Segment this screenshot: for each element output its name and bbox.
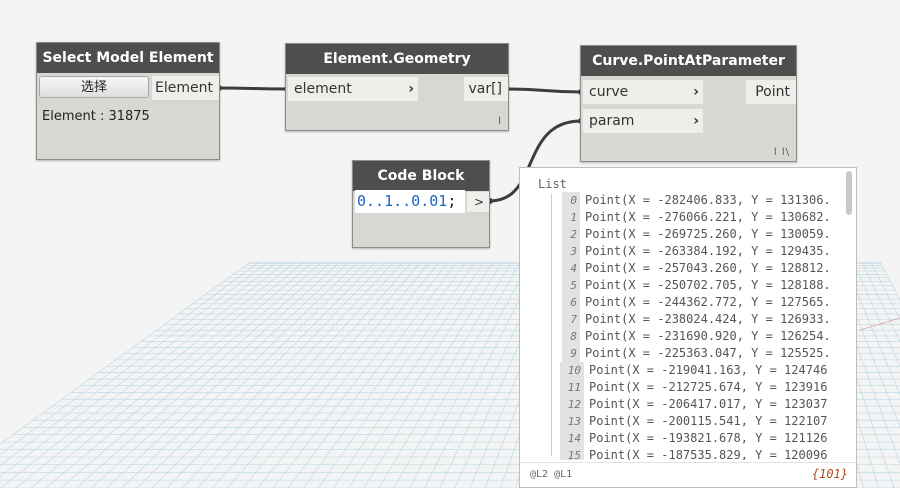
list-levels[interactable]: @L2 @L1 xyxy=(530,469,573,480)
preview-bubble[interactable]: List 0 Point(X = -282406.833, Y = 131306.… xyxy=(519,167,857,488)
list-value: Point(X = -238024.424, Y = 126933. xyxy=(585,312,831,326)
list-index: 10 xyxy=(560,362,584,379)
input-port-curve[interactable]: curve › xyxy=(583,80,703,104)
code-editor[interactable]: 0..1..0.01; xyxy=(355,190,465,213)
port-label: curve xyxy=(589,84,629,100)
list-index: 14 xyxy=(560,430,584,447)
list-item: 8 Point(X = -231690.920, Y = 126254. xyxy=(520,328,845,345)
list-item: 7 Point(X = -238024.424, Y = 126933. xyxy=(520,311,845,328)
list-item: 12 Point(X = -206417.017, Y = 123037 xyxy=(520,396,845,413)
list-item: 5 Point(X = -250702.705, Y = 128188. xyxy=(520,277,845,294)
node-title[interactable]: Select Model Element xyxy=(37,43,219,73)
list-item: 14 Point(X = -193821.678, Y = 121126 xyxy=(520,430,845,447)
list-index: 5 xyxy=(562,277,580,294)
list-index: 1 xyxy=(562,209,580,226)
list-value: Point(X = -269725.260, Y = 130059. xyxy=(585,227,831,241)
list-item: 0 Point(X = -282406.833, Y = 131306. xyxy=(520,192,845,209)
list-item: 1 Point(X = -276066.221, Y = 130682. xyxy=(520,209,845,226)
list-item: 13 Point(X = -200115.541, Y = 122107 xyxy=(520,413,845,430)
list-index: 13 xyxy=(560,413,584,430)
input-port-param[interactable]: param › xyxy=(583,109,703,133)
code-text: 0..1..0.01 xyxy=(357,192,448,210)
list-value: Point(X = -193821.678, Y = 121126 xyxy=(589,431,828,445)
list-index: 2 xyxy=(562,226,580,243)
list-value: Point(X = -187535.829, Y = 120096 xyxy=(589,448,828,460)
select-button[interactable]: 选择 xyxy=(39,76,149,98)
list-index: 6 xyxy=(562,294,580,311)
list-index: 0 xyxy=(562,192,580,209)
port-label: param xyxy=(589,113,635,129)
list-value: Point(X = -276066.221, Y = 130682. xyxy=(585,210,831,224)
list-item: 15 Point(X = -187535.829, Y = 120096 xyxy=(520,447,845,460)
code-block-node[interactable]: Code Block 0..1..0.01; > xyxy=(352,160,490,248)
list-item: 2 Point(X = -269725.260, Y = 130059. xyxy=(520,226,845,243)
list-item: 11 Point(X = -212725.674, Y = 123916 xyxy=(520,379,845,396)
scrollbar[interactable] xyxy=(846,171,852,215)
list-item: 6 Point(X = -244362.772, Y = 127565. xyxy=(520,294,845,311)
list-item: 9 Point(X = -225363.047, Y = 125525. xyxy=(520,345,845,362)
list-value: Point(X = -250702.705, Y = 128188. xyxy=(585,278,831,292)
list-item: 4 Point(X = -257043.260, Y = 128812. xyxy=(520,260,845,277)
list-index: 8 xyxy=(562,328,580,345)
list-value: Point(X = -200115.541, Y = 122107 xyxy=(589,414,828,428)
select-model-element-node[interactable]: Select Model Element 选择 Element Element … xyxy=(36,42,220,160)
chevron-right-icon: › xyxy=(693,84,699,100)
list-value: Point(X = -219041.163, Y = 124746 xyxy=(589,363,828,377)
node-title[interactable]: Element.Geometry xyxy=(286,44,508,74)
item-count: {101} xyxy=(811,467,848,481)
wire-geometry-to-curve xyxy=(506,87,582,94)
code-terminator: ; xyxy=(447,192,457,210)
list-value: Point(X = -212725.674, Y = 123916 xyxy=(589,380,828,394)
tree-guide xyxy=(551,194,552,456)
list-index: 7 xyxy=(562,311,580,328)
output-port-point[interactable]: Point xyxy=(746,80,796,104)
list-item: 10 Point(X = -219041.163, Y = 124746 xyxy=(520,362,845,379)
list-value: Point(X = -263384.192, Y = 129435. xyxy=(585,244,831,258)
element-info: Element : 31875 xyxy=(42,109,150,124)
list-value: Point(X = -282406.833, Y = 131306. xyxy=(585,193,831,207)
list-index: 4 xyxy=(562,260,580,277)
list-value: Point(X = -257043.260, Y = 128812. xyxy=(585,261,831,275)
list-value: Point(X = -206417.017, Y = 123037 xyxy=(589,397,828,411)
list-index: 3 xyxy=(562,243,580,260)
input-port-element[interactable]: element › xyxy=(288,77,418,101)
output-port-element[interactable]: Element xyxy=(152,76,219,100)
list-index: 9 xyxy=(562,345,580,362)
list-value: Point(X = -244362.772, Y = 127565. xyxy=(585,295,831,309)
list-value: Point(X = -225363.047, Y = 125525. xyxy=(585,346,831,360)
chevron-right-icon: › xyxy=(408,81,414,97)
list-value: Point(X = -231690.920, Y = 126254. xyxy=(585,329,831,343)
node-title[interactable]: Curve.PointAtParameter xyxy=(581,46,796,76)
wire-element-to-geometry xyxy=(218,86,288,91)
node-title[interactable]: Code Block xyxy=(353,161,489,191)
output-port-code[interactable]: > xyxy=(467,192,489,212)
curve-point-at-parameter-node[interactable]: Curve.PointAtParameter curve › param › P… xyxy=(580,45,797,162)
chevron-right-icon: › xyxy=(693,113,699,129)
element-geometry-node[interactable]: Element.Geometry element › var[] l xyxy=(285,43,509,131)
preview-footer: @L2 @L1 {101} xyxy=(520,462,856,487)
list-index: 11 xyxy=(560,379,584,396)
wire-codeblock-to-param xyxy=(489,119,582,203)
list-item: 3 Point(X = -263384.192, Y = 129435. xyxy=(520,243,845,260)
list-index: 12 xyxy=(560,396,584,413)
list-label: List xyxy=(538,177,567,191)
lacing-indicator[interactable]: l l\ xyxy=(773,147,790,158)
output-port-var[interactable]: var[] xyxy=(464,77,508,101)
lacing-indicator[interactable]: l xyxy=(498,116,502,127)
port-label: element xyxy=(294,81,352,97)
list-index: 15 xyxy=(560,447,584,460)
